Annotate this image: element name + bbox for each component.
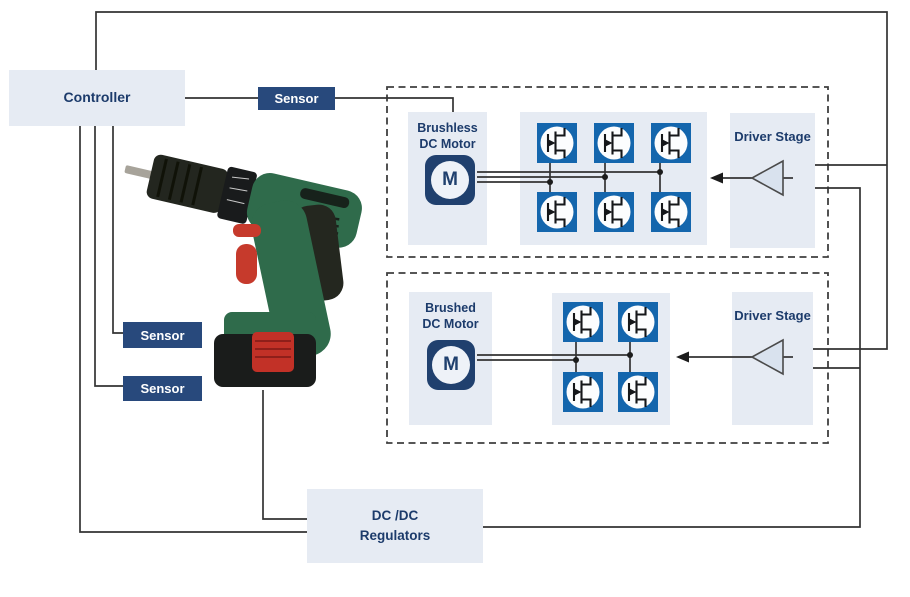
dcdc-label-line1: DC /DC [371,507,419,523]
controller-to-sensor2-line [94,126,123,387]
dcdc-regulators-box: DC /DC Regulators [307,489,483,563]
dcdc-label-line2: Regulators [359,528,431,543]
brushed-title-line1: Brushed [425,301,476,315]
connector-wires [79,11,888,533]
motor-letter: M [431,161,469,199]
controller-label: Controller [63,89,131,106]
sensor-left-lower-label: Sensor [140,381,185,396]
brushless-mosfet-bridge-box [520,112,707,245]
brushless-title-line2: DC Motor [419,136,476,151]
controller-box: Controller [9,70,185,126]
dc-motor-icon: M [427,340,475,390]
controller-to-sensor1-line [112,126,123,334]
driver-stage-label-2: Driver Stage [734,308,811,323]
sensor-to-motor-line [335,97,454,112]
motor-letter: M [432,346,470,384]
sensor-top-label: Sensor [274,91,319,106]
battery-to-dcdc-line [262,390,307,520]
driver-stage-box-brushed: Driver Stage [732,292,813,425]
sensor-box-left-upper: Sensor [123,322,202,348]
sensor-box-top: Sensor [258,87,335,110]
driver-stage-box-brushless: Driver Stage [730,113,815,248]
dc-motor-icon: M [425,155,475,205]
brushed-title-line2: DC Motor [422,316,479,331]
sensor-left-upper-label: Sensor [140,327,185,343]
sensor-box-left-lower: Sensor [123,376,202,401]
brushless-title-line1: Brushless [417,121,478,135]
cordless-drill-image [124,154,362,387]
driver-stage-label-1: Driver Stage [734,129,811,144]
brushed-mosfet-bridge-box [552,293,670,425]
